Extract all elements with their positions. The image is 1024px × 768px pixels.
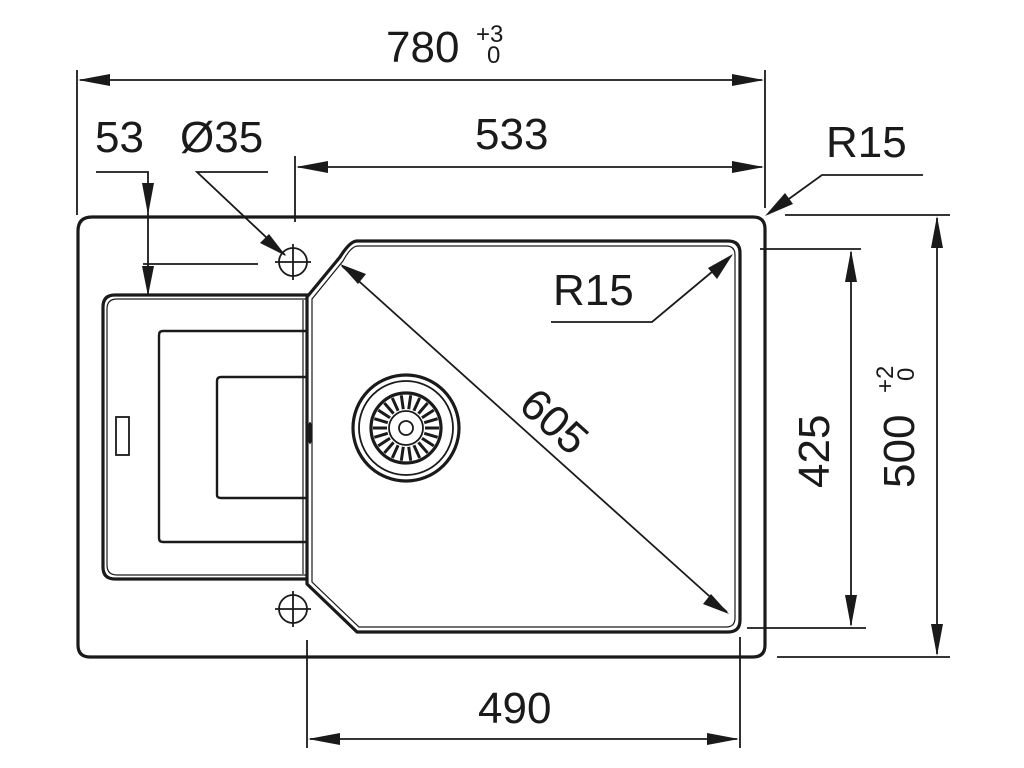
strainer-spoke: [383, 441, 395, 454]
bowl-width-top-value: 533: [475, 110, 548, 159]
strainer-spoke: [423, 431, 439, 439]
tap-hole-lower: [275, 591, 311, 627]
drainer-outline: [101, 293, 308, 581]
bowl-diagonal-value: 605: [510, 379, 597, 465]
strainer-spoke: [412, 444, 422, 459]
overall-width-tol-upper: +3: [476, 21, 503, 48]
overall-width-value: 780: [386, 23, 459, 72]
bowl-width-bottom-value: 490: [478, 684, 551, 733]
strainer-spoke: [373, 431, 389, 439]
strainer-spoke: [377, 408, 391, 419]
strainer-spoke: [412, 397, 422, 412]
strainer-spoke: [390, 397, 400, 412]
strainer-waste-icon: [351, 373, 461, 483]
overall-width-tol-lower: 0: [487, 42, 500, 69]
strainer-spoke: [417, 402, 429, 415]
strainer-spoke: [390, 444, 400, 459]
bowl-depth-value: 425: [790, 415, 839, 488]
sink-outline: [76, 215, 767, 659]
edge-notch: [307, 422, 313, 444]
strainer-spoke: [423, 417, 439, 425]
tap-diameter-value: Ø35: [180, 113, 263, 162]
bowl-radius-value: R15: [553, 266, 634, 315]
strainer-spoke: [407, 446, 413, 461]
outer-radius-value: R15: [826, 118, 907, 167]
overall-depth-tol-upper: +2: [872, 366, 899, 393]
strainer-spoke: [421, 408, 435, 419]
drainer-step-inner: [215, 375, 307, 500]
tap-offset-value: 53: [95, 113, 144, 162]
overall-depth-tol-lower: 0: [893, 368, 920, 381]
strainer-spoke: [383, 402, 395, 415]
dimension-lines: [76, 70, 950, 748]
strainer-spoke: [399, 395, 405, 410]
strainer-spoke: [417, 441, 429, 454]
dimension-labels: 780 +3 0 53 Ø35 533 R15 R15 605 425 500 …: [95, 21, 924, 733]
strainer-spoke: [421, 437, 435, 448]
strainer-spoke: [407, 395, 413, 410]
drainer-step-outer: [157, 329, 307, 544]
strainer-spoke: [373, 417, 389, 425]
strainer-spoke: [399, 446, 405, 461]
tap-hole-upper: [275, 244, 311, 280]
bowl-inner-line: [311, 245, 736, 628]
bowl-outline: [305, 239, 742, 634]
overflow-slot: [115, 416, 130, 456]
outer-rim: [76, 215, 767, 659]
overall-depth-value: 500: [875, 415, 924, 488]
strainer-spoke: [377, 437, 391, 448]
drainer-inner-line: [106, 298, 308, 576]
